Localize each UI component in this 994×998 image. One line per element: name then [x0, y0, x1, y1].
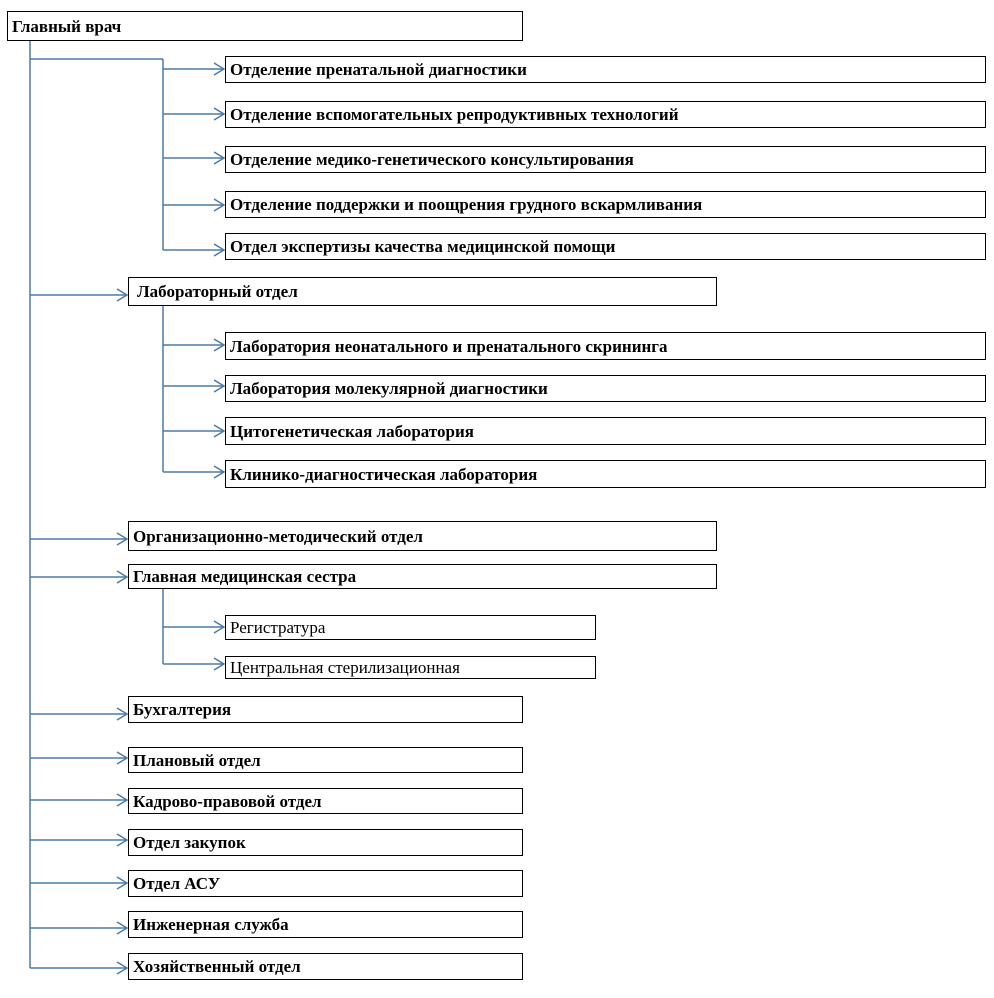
node-prenatal-diagnostics-dept: Отделение пренатальной диагностики — [225, 56, 986, 83]
node-clinical-diagnostic-lab: Клинико-диагностическая лаборатория — [225, 460, 986, 488]
arrowhead — [116, 961, 129, 975]
node-chief-physician: Главный врач — [7, 11, 523, 41]
node-methodology-dept: Организационно-методический отдел — [128, 521, 717, 551]
arrowhead — [213, 107, 226, 121]
arrowhead — [116, 751, 129, 765]
node-head-nurse: Главная медицинская сестра — [128, 564, 717, 589]
node-neonatal-screening-lab: Лаборатория неонатального и пренатальног… — [225, 332, 986, 360]
node-accounting: Бухгалтерия — [128, 696, 523, 723]
node-procurement-dept: Отдел закупок — [128, 829, 523, 856]
node-laboratory-dept: Лабораторный отдел — [128, 277, 717, 306]
node-maintenance-dept: Хозяйственный отдел — [128, 953, 523, 980]
node-breastfeeding-dept: Отделение поддержки и поощрения грудного… — [225, 191, 986, 218]
node-molecular-diagnostics-lab: Лаборатория молекулярной диагностики — [225, 375, 986, 402]
node-genetic-counseling-dept: Отделение медико-генетического консульти… — [225, 146, 986, 173]
arrowhead — [116, 793, 129, 807]
arrowhead — [116, 876, 129, 890]
arrowhead — [116, 288, 129, 302]
arrowhead — [213, 620, 226, 634]
node-cytogenetic-lab: Цитогенетическая лаборатория — [225, 417, 986, 445]
arrowhead — [213, 151, 226, 165]
arrowhead — [213, 243, 226, 257]
arrowhead — [213, 62, 226, 76]
node-art-dept: Отделение вспомогательных репродуктивных… — [225, 101, 986, 128]
node-registry: Регистратура — [225, 615, 596, 640]
arrowhead — [213, 465, 226, 479]
node-asu-dept: Отдел АСУ — [128, 870, 523, 897]
arrowhead — [116, 707, 129, 721]
arrowhead — [213, 198, 226, 212]
arrowhead — [116, 570, 129, 584]
node-engineering-service: Инженерная служба — [128, 911, 523, 938]
node-quality-expertise-dept: Отдел экспертизы качества медицинской по… — [225, 233, 986, 260]
node-hr-legal-dept: Кадрово-правовой отдел — [128, 788, 523, 814]
arrowhead — [116, 833, 129, 847]
node-planning-dept: Плановый отдел — [128, 747, 523, 773]
arrowhead — [213, 379, 226, 393]
arrowhead — [213, 424, 226, 438]
arrowhead — [116, 921, 129, 935]
arrowhead — [213, 657, 226, 671]
arrowhead — [213, 338, 226, 352]
node-central-sterilization: Центральная стерилизационная — [225, 656, 596, 679]
arrowhead — [116, 532, 129, 546]
